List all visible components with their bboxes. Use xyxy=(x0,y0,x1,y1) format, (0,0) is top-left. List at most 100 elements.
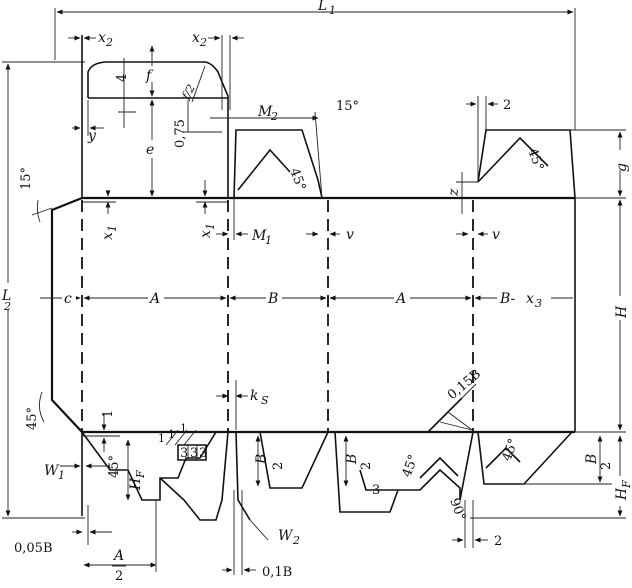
svg-text:1: 1 xyxy=(265,234,272,247)
bottom-lock-flap-right: 3 xyxy=(334,397,474,513)
label-HF-left: H xyxy=(128,477,144,491)
label-015B: 0,15B xyxy=(445,367,484,403)
label-x3: x xyxy=(526,291,534,307)
svg-text:F: F xyxy=(134,470,147,479)
top-dust-flap-left xyxy=(233,111,323,199)
label-4: 4 xyxy=(115,74,130,82)
dimension-B-half-2: B 2 xyxy=(343,435,374,487)
label-1-c: 1 xyxy=(168,428,175,441)
label-B-half-2-num: B xyxy=(344,454,360,465)
dimension-005B: 0,05B xyxy=(14,505,112,556)
dimension-4: 4 xyxy=(115,58,136,128)
svg-text:2: 2 xyxy=(270,110,278,123)
label-L1: L xyxy=(317,0,327,14)
dimension-1-bottom: 1 xyxy=(82,410,120,452)
label-v-left: v xyxy=(346,227,354,243)
top-tuck-flap xyxy=(81,35,231,198)
dimension-HF-right: H F xyxy=(612,435,632,517)
label-2-bottom: 2 xyxy=(494,534,502,549)
dimension-y: y xyxy=(72,100,104,144)
label-HF-right: H xyxy=(614,487,630,501)
label-3-right: 3 xyxy=(372,483,380,498)
top-dust-flap-right xyxy=(477,129,626,199)
dimension-f-half: f/2 xyxy=(179,65,206,102)
dimension-A-half: A 2 xyxy=(83,500,157,584)
label-A-2: A xyxy=(394,291,406,307)
label-2-top: 2 xyxy=(503,98,511,113)
svg-text:1: 1 xyxy=(204,223,217,230)
dimension-g: g xyxy=(612,131,630,197)
dimension-kS: k S xyxy=(216,380,269,430)
label-W2: W xyxy=(278,528,294,544)
label-1-d: 1 xyxy=(180,422,187,435)
vertical-creases xyxy=(81,200,474,432)
dimension-x1-left: x 1 xyxy=(82,190,119,240)
dimension-e: e xyxy=(144,99,158,197)
dimension-075: 0,75 xyxy=(173,100,222,148)
label-x1-right: x xyxy=(198,230,214,238)
label-L2: L xyxy=(1,288,11,304)
dimension-W1: W 1 xyxy=(44,463,110,482)
dimension-M2: M 2 15° xyxy=(210,99,359,123)
label-005B: 0,05B xyxy=(14,541,53,556)
dimension-H: H xyxy=(612,199,630,431)
label-3-b: 3 xyxy=(190,446,198,461)
label-y: y xyxy=(87,128,97,144)
label-A-half-num: A xyxy=(112,548,124,564)
label-H: H xyxy=(614,305,630,319)
svg-text:1: 1 xyxy=(106,225,119,232)
dimension-f: f xyxy=(144,45,156,97)
label-x2-right: x xyxy=(192,30,200,46)
dimension-z: z xyxy=(446,172,478,214)
svg-text:2: 2 xyxy=(199,36,207,49)
glue-flap: 15° 45° xyxy=(19,167,83,433)
label-L1-sub: 1 xyxy=(329,4,336,17)
label-x2-left: x xyxy=(98,30,106,46)
label-45deg-left: 45° xyxy=(25,407,40,430)
dimension-L1: L 1 xyxy=(54,0,576,130)
label-B-half-2-den: 2 xyxy=(359,462,374,470)
bottom-lock-flap-left: 3 3 3 1 1 1 xyxy=(81,422,229,521)
label-f-half: f/2 xyxy=(179,82,198,102)
dimension-M1: M 1 xyxy=(216,198,272,247)
dimension-x1-right: x 1 xyxy=(196,180,228,238)
label-45deg-top-left: 45° xyxy=(286,166,308,193)
label-45deg-bottom-left: 45° xyxy=(107,455,122,478)
dimension-HF-left: H F xyxy=(125,439,147,501)
label-15deg-left: 15° xyxy=(19,167,34,190)
label-45deg-bottom-mid: 45° xyxy=(400,453,422,480)
label-3-c: 3 xyxy=(199,446,207,461)
label-B-half-3-den: 2 xyxy=(599,462,614,470)
label-A-1: A xyxy=(148,291,160,307)
panel-widths-dimension: c A B A B- x 3 xyxy=(40,288,573,310)
label-B-half-1-den: 2 xyxy=(271,462,286,470)
dimension-v-left: v xyxy=(306,227,354,243)
label-45deg-bottom-right: 45° xyxy=(500,437,522,464)
label-1-a: 1 xyxy=(101,410,116,418)
svg-text:S: S xyxy=(261,394,269,407)
dimension-B-half-3: B 2 xyxy=(584,435,614,483)
label-c: c xyxy=(64,291,72,307)
label-v-right: v xyxy=(492,227,500,243)
label-1-b: 1 xyxy=(158,432,165,445)
label-B-half-1-num: B xyxy=(254,454,270,465)
label-01B: 0,1B xyxy=(262,565,292,580)
label-f: f xyxy=(145,68,154,84)
dimension-x2-right: x 2 xyxy=(192,30,244,49)
dimension-015B: 0,15B xyxy=(445,367,484,403)
label-075: 0,75 xyxy=(173,119,188,148)
label-M1: M xyxy=(251,228,267,244)
dimension-W2: W 2 xyxy=(278,528,300,547)
label-90deg: 90° xyxy=(446,496,468,523)
dimension-x2-left: x 2 xyxy=(68,30,113,49)
dimension-v-right: v xyxy=(456,227,500,243)
bottom-flap-B1 xyxy=(235,431,329,541)
bottom-dust-flap-right xyxy=(470,431,626,519)
label-W1: W xyxy=(44,463,60,479)
label-B-1: B xyxy=(267,291,278,307)
svg-text:1: 1 xyxy=(58,469,65,482)
label-x1-left: x xyxy=(100,232,116,240)
label-kS: k xyxy=(250,388,258,404)
label-A-half-den: 2 xyxy=(115,569,123,584)
